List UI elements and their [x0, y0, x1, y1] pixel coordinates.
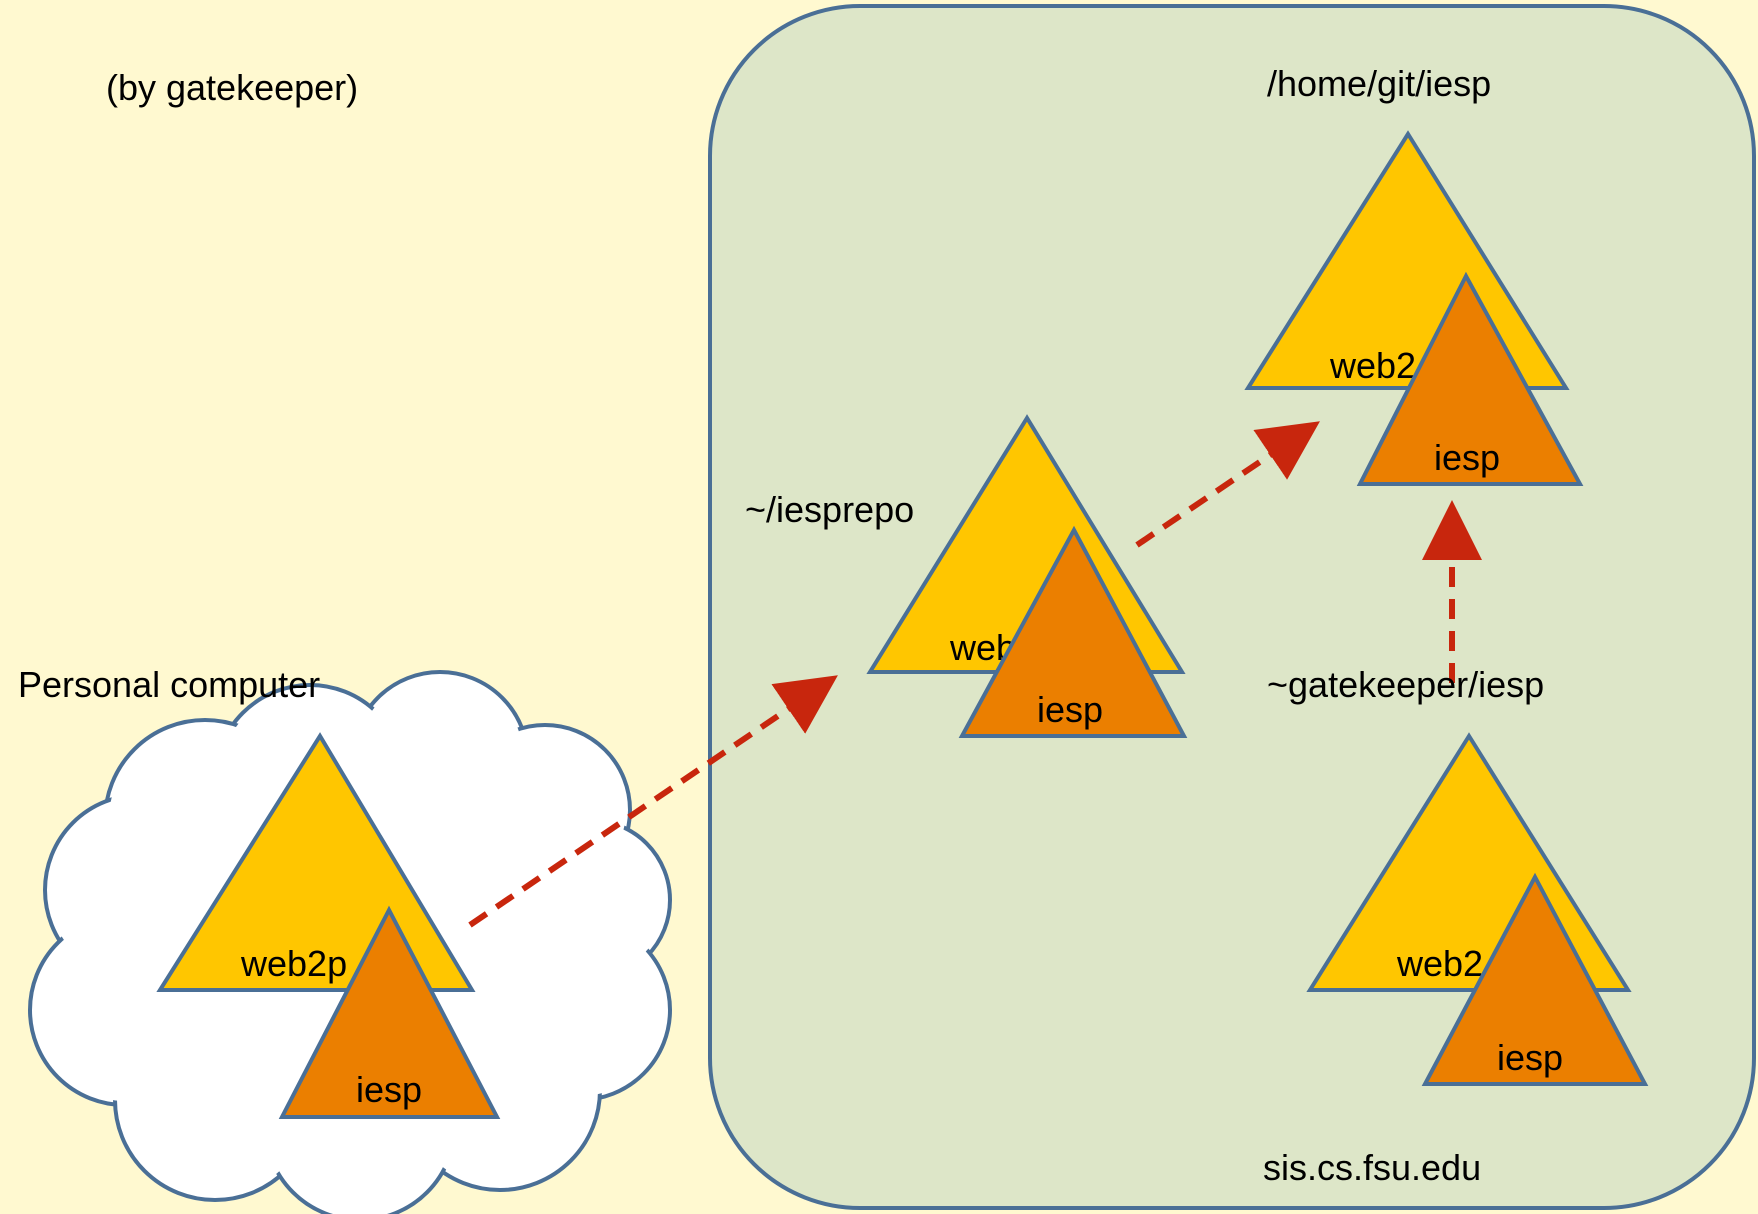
home-git-path-label: /home/git/iesp: [1267, 63, 1491, 104]
local-web2py-label: web2p: [240, 943, 347, 984]
gatekeeper-repo: web2 iesp: [1306, 732, 1649, 1086]
subtitle-label: (by gatekeeper): [106, 67, 358, 108]
local-iesp-label: iesp: [356, 1069, 422, 1110]
iesprepo-path-label: ~/iesprepo: [745, 489, 914, 530]
local-iesp-triangle: [278, 905, 501, 1119]
gatekeeper-iesp-label: iesp: [1497, 1037, 1563, 1078]
iesprepo-iesp-triangle: [958, 525, 1188, 738]
gatekeeper-path-label: ~gatekeeper/iesp: [1267, 664, 1544, 705]
personal-computer-label: Personal computer: [18, 664, 320, 705]
home-git-iesp-triangle: [1356, 271, 1584, 486]
iesprepo-repo: web iesp: [866, 414, 1188, 738]
iesprepo-iesp-label: iesp: [1037, 689, 1103, 730]
push-arrow-local-to-iesprepo: [468, 675, 838, 928]
gatekeeper-iesp-triangle: [1421, 872, 1649, 1086]
home-git-repo: web2 iesp: [1244, 130, 1584, 486]
gatekeeper-web2py-label: web2: [1396, 943, 1483, 984]
push-arrow-iesprepo-to-home-git: [1135, 421, 1320, 548]
home-git-iesp-label: iesp: [1434, 437, 1500, 478]
server-host-label: sis.cs.fsu.edu: [1263, 1147, 1481, 1188]
local-repo: web2p iesp: [156, 732, 501, 1119]
home-git-web2py-label: web2: [1329, 345, 1416, 386]
